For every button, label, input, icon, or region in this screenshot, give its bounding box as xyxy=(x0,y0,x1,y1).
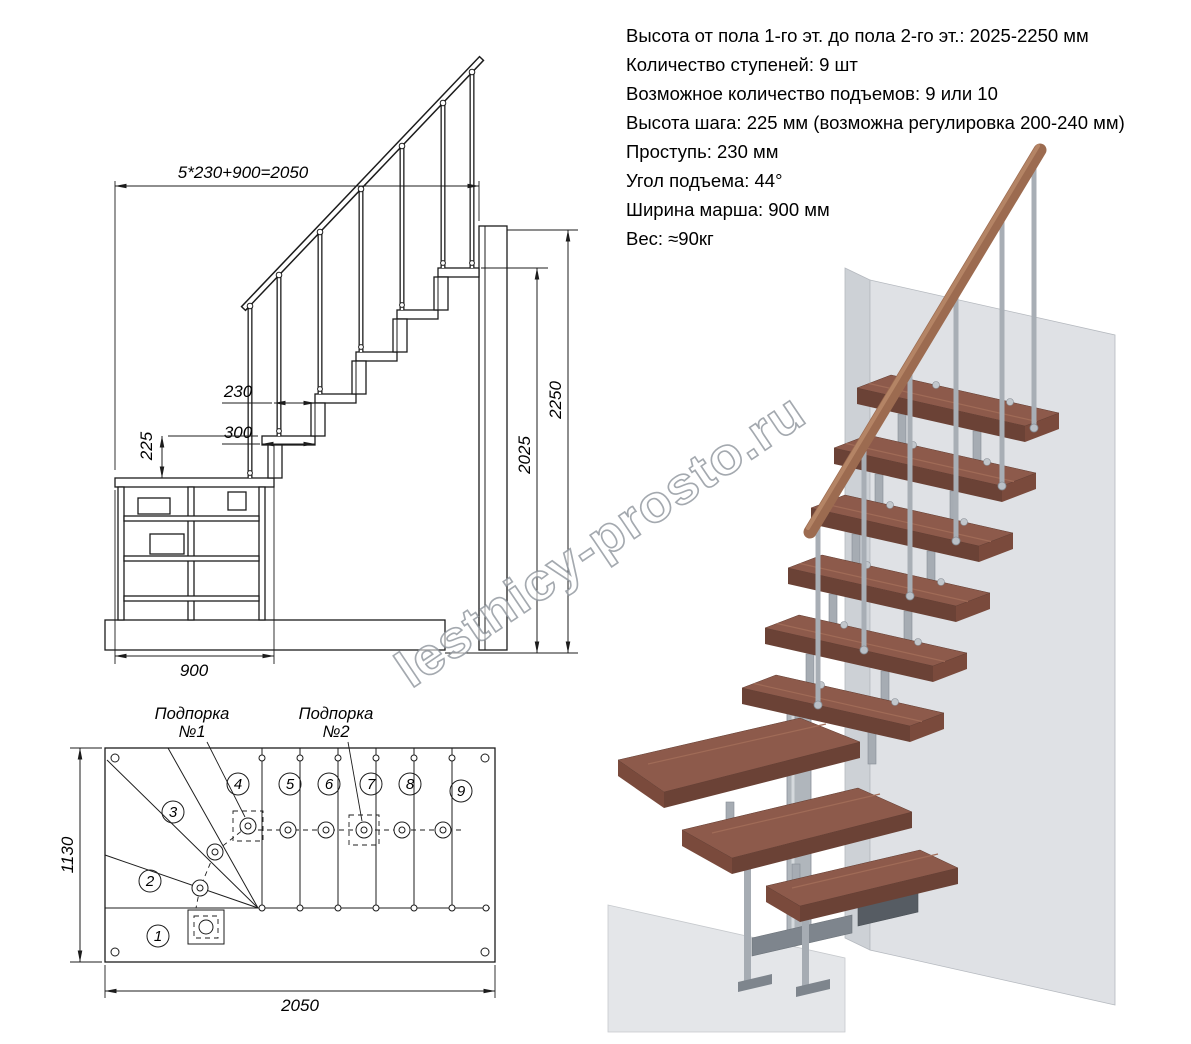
balusters xyxy=(246,68,476,478)
plan-screws xyxy=(110,753,490,957)
support2-label: Подпорка xyxy=(299,705,374,723)
render-3d xyxy=(607,143,1116,1033)
treads xyxy=(114,267,480,488)
side-view-dimensions: 5*230+900=2050 2250 2025 230 300 225 xyxy=(114,163,578,680)
dim-rise: 225 xyxy=(137,431,156,461)
support-labels: Подпорка №1 Подпорка №2 xyxy=(155,705,374,822)
plan-view: Подпорка №1 Подпорка №2 1 2 3 4 5 6 7 8 … xyxy=(58,705,496,1015)
support2-number: №2 xyxy=(322,723,349,741)
spec-tread: Проступь: 230 мм xyxy=(626,141,779,162)
plan-dimensions: 1130 2050 xyxy=(58,747,496,1015)
dim-top-length: 5*230+900=2050 xyxy=(178,163,309,182)
side-view-elevation: 5*230+900=2050 2250 2025 230 300 225 xyxy=(104,55,578,680)
spec-weight: Вес: ≈90кг xyxy=(626,228,714,249)
dim-plan-width: 1130 xyxy=(58,836,77,873)
winder-tread-3d xyxy=(681,787,913,874)
dim-march-width: 900 xyxy=(180,661,209,680)
step-number: 3 xyxy=(169,804,178,821)
step-number: 2 xyxy=(145,873,155,890)
specs-panel: Высота от пола 1-го эт. до пола 2-го эт.… xyxy=(626,21,1186,253)
lower-frame xyxy=(117,486,266,621)
step-number: 9 xyxy=(457,783,466,800)
step-modules xyxy=(267,276,449,479)
spec-step-count: Количество ступеней: 9 шт xyxy=(626,54,858,75)
straight-step-lines xyxy=(261,748,453,908)
tread-3d xyxy=(787,554,991,622)
spec-floor-height: Высота от пола 1-го эт. до пола 2-го эт.… xyxy=(626,25,1089,46)
step-numbers: 1 2 3 4 5 6 7 8 9 xyxy=(138,772,473,948)
dim-total-height: 2250 xyxy=(546,381,565,420)
spec-angle: Угол подъема: 44° xyxy=(626,170,783,191)
floor-slab xyxy=(104,619,446,651)
winder-tread-3d xyxy=(765,849,959,922)
step-number: 5 xyxy=(286,776,295,793)
handrail-3d xyxy=(803,143,1047,539)
dim-plan-length: 2050 xyxy=(280,996,319,1015)
winder-tread-3d xyxy=(617,717,861,808)
winder-step-lines xyxy=(104,747,259,909)
railing-balusters-3d xyxy=(815,162,1037,705)
step-number: 6 xyxy=(325,776,334,793)
tread-3d xyxy=(741,674,945,742)
dim-bottom-tread: 300 xyxy=(224,423,253,442)
support1-label: Подпорка xyxy=(155,705,230,723)
railing-flanges-3d xyxy=(813,423,1039,710)
support1-number: №1 xyxy=(178,723,205,741)
support-axis xyxy=(191,810,462,909)
step-number: 4 xyxy=(234,776,242,793)
tread-3d xyxy=(833,434,1037,502)
step-number: 1 xyxy=(154,928,162,945)
spec-march-width: Ширина марша: 900 мм xyxy=(626,199,830,220)
wall-section xyxy=(478,225,508,651)
step-number: 8 xyxy=(406,776,415,793)
step-number: 7 xyxy=(367,776,376,793)
column-base-plate xyxy=(187,909,225,945)
spec-step-height: Высота шага: 225 мм (возможна регулировк… xyxy=(626,112,1125,133)
dim-tread-depth: 230 xyxy=(223,382,253,401)
watermark: lestnicy-prosto.ru xyxy=(385,383,815,699)
dim-floor-height: 2025 xyxy=(515,436,534,475)
baluster-connectors xyxy=(246,68,476,476)
spec-rise-count: Возможное количество подъемов: 9 или 10 xyxy=(626,83,998,104)
